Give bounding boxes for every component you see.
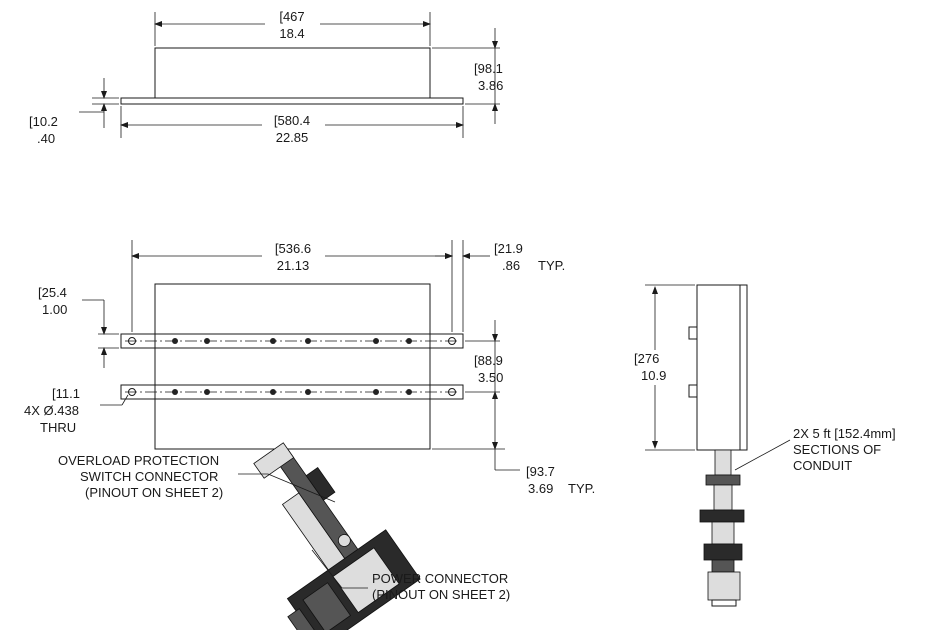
edge-offset-typ: TYP. bbox=[538, 258, 565, 273]
overload-callout-line1: OVERLOAD PROTECTION bbox=[58, 453, 219, 468]
top-height-mm: [98.1 bbox=[474, 61, 503, 76]
power-callout-line2: (PINOUT ON SHEET 2) bbox=[372, 587, 510, 602]
front-view-box bbox=[154, 283, 431, 450]
rail-width-mm: [25.4 bbox=[38, 285, 67, 300]
top-view-box bbox=[154, 47, 431, 99]
overload-callout-line2: SWITCH CONNECTOR bbox=[80, 469, 218, 484]
power-leader bbox=[311, 549, 343, 589]
flange-thickness-mm: [10.2 bbox=[29, 114, 58, 129]
bottom-offset-typ: TYP. bbox=[568, 481, 595, 496]
top-view-flange bbox=[120, 97, 464, 105]
rail-spacing-in: 3.50 bbox=[478, 370, 503, 385]
flange-thickness-in: .40 bbox=[37, 131, 55, 146]
top-height-in: 3.86 bbox=[478, 78, 503, 93]
conduit-callout-line3: CONDUIT bbox=[793, 458, 852, 473]
edge-offset-mm: [21.9 bbox=[494, 241, 523, 256]
flange-width-in: 22.85 bbox=[276, 130, 309, 145]
mounting-rail-upper bbox=[120, 333, 464, 349]
edge-offset-in: .86 bbox=[502, 258, 520, 273]
overload-callout-line3: (PINOUT ON SHEET 2) bbox=[85, 485, 223, 500]
conduit-callout-line2: SECTIONS OF bbox=[793, 442, 881, 457]
hole-span-in: 21.13 bbox=[277, 258, 310, 273]
connector-assembly bbox=[253, 442, 421, 630]
hole-qty-dia: 4X Ø.438 bbox=[24, 403, 79, 418]
front-view bbox=[82, 240, 520, 471]
side-height-in: 10.9 bbox=[641, 368, 666, 383]
hole-dia-mm: [11.1 bbox=[52, 386, 80, 401]
hole-span-mm: [536.6 bbox=[275, 241, 311, 256]
top-width-in: 18.4 bbox=[279, 26, 304, 41]
hole-thru: THRU bbox=[40, 420, 76, 435]
bottom-offset-in: 3.69 bbox=[528, 481, 553, 496]
rail-spacing-mm: [88.9 bbox=[474, 353, 503, 368]
power-callout-line1: POWER CONNECTOR bbox=[372, 571, 508, 586]
flange-width-mm: [580.4 bbox=[274, 113, 310, 128]
conduit bbox=[714, 449, 732, 476]
conduit-callout-line1: 2X 5 ft [152.4mm] bbox=[793, 426, 896, 441]
mounting-rail-lower bbox=[120, 384, 464, 400]
bottom-offset-mm: [93.7 bbox=[526, 464, 555, 479]
top-width-mm: [467 bbox=[279, 9, 304, 24]
top-view bbox=[79, 12, 500, 138]
side-height-mm: [276 bbox=[634, 351, 659, 366]
side-view bbox=[645, 284, 791, 607]
rail-width-in: 1.00 bbox=[42, 302, 67, 317]
